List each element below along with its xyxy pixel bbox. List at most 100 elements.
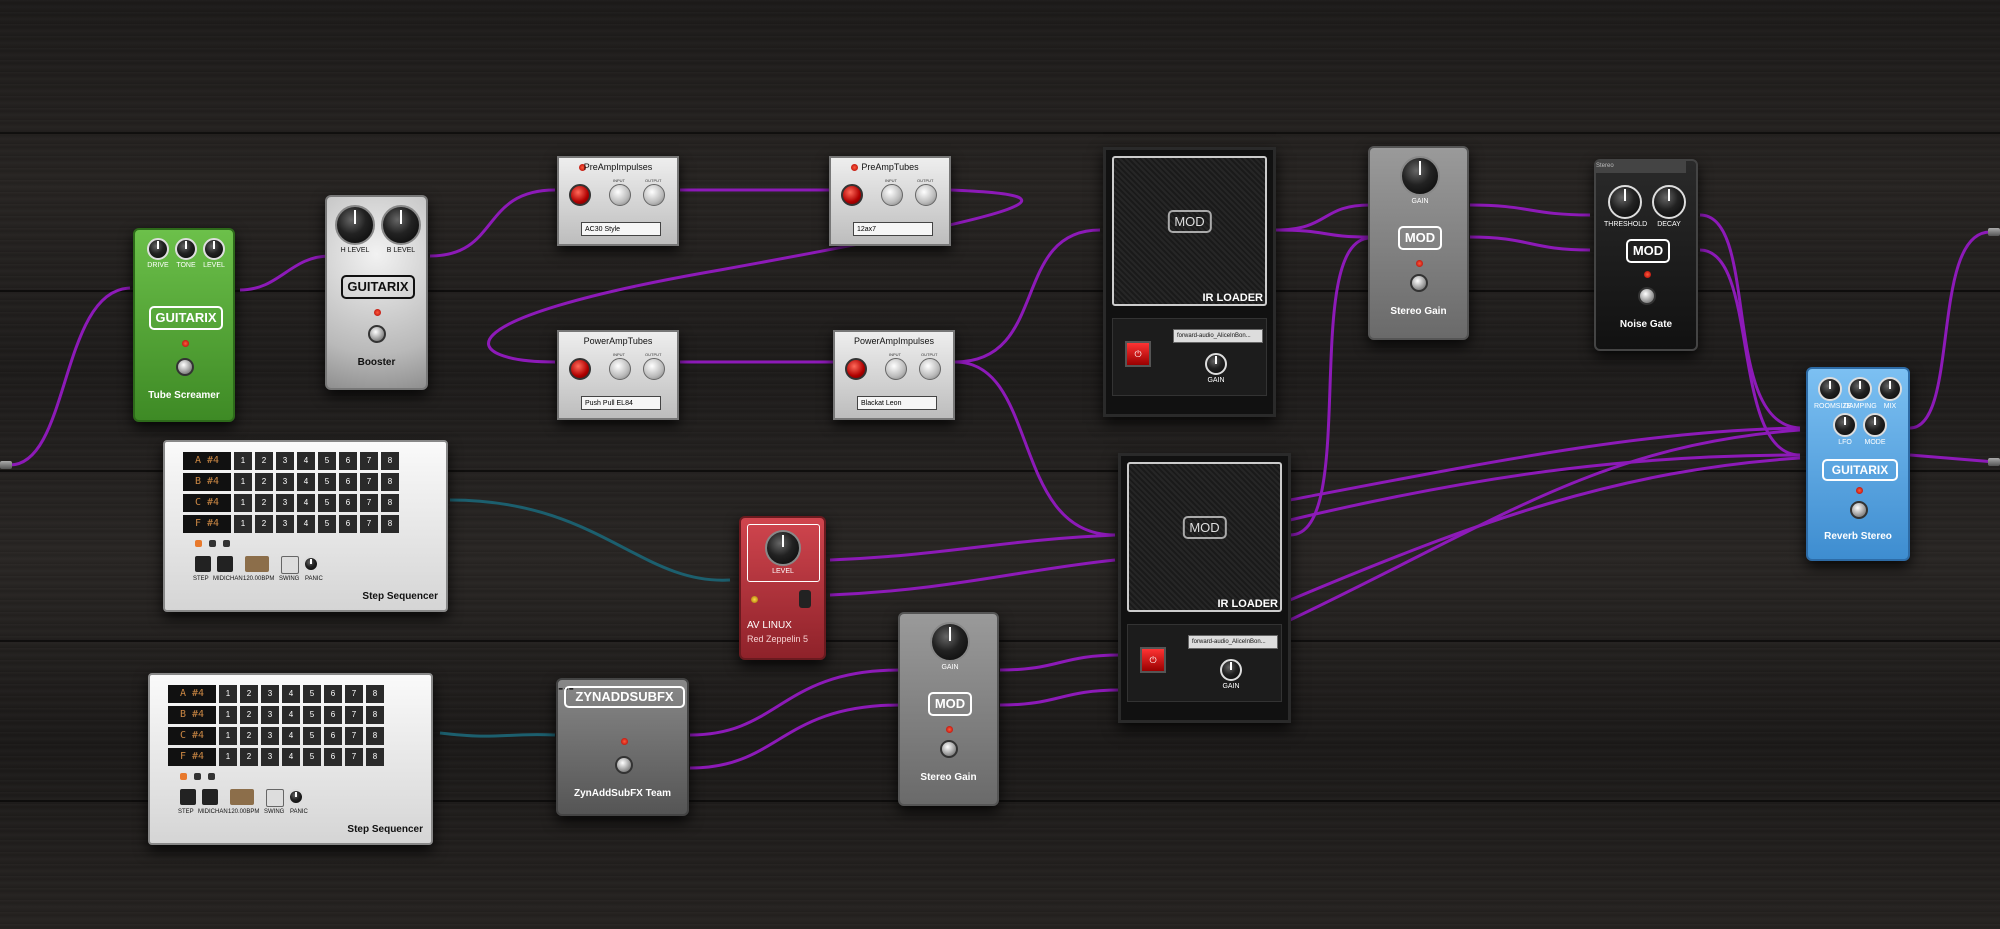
output-knob[interactable]: [915, 184, 937, 206]
roomsize-knob[interactable]: [1818, 377, 1842, 401]
swing-button[interactable]: [266, 789, 284, 807]
step-cell[interactable]: 7: [360, 494, 378, 512]
step-cell[interactable]: 2: [240, 748, 258, 766]
step-cell[interactable]: 4: [297, 494, 315, 512]
step-cell[interactable]: 8: [366, 706, 384, 724]
note-display[interactable]: A #4: [183, 452, 231, 470]
output-knob[interactable]: [643, 358, 665, 380]
ir-file-select[interactable]: forward-audio_AliceInBon...: [1173, 329, 1263, 343]
midichan-button[interactable]: [202, 789, 218, 805]
step-cell[interactable]: 2: [240, 685, 258, 703]
bypass-footswitch[interactable]: [615, 756, 633, 774]
step-cell[interactable]: 6: [324, 748, 342, 766]
step-cell[interactable]: 6: [324, 685, 342, 703]
step-cell[interactable]: 2: [240, 706, 258, 724]
pedal-tube-screamer[interactable]: DRIVE TONE LEVEL GUITARIX Tube Screamer: [133, 228, 235, 422]
pedal-booster[interactable]: H LEVEL B LEVEL GUITARIX Booster: [325, 195, 428, 390]
panic-knob[interactable]: [288, 789, 304, 805]
step-cell[interactable]: 6: [339, 515, 357, 533]
bypass-button[interactable]: [569, 358, 591, 380]
step-button[interactable]: [180, 789, 196, 805]
step-cell[interactable]: 8: [366, 748, 384, 766]
step-cell[interactable]: 1: [234, 452, 252, 470]
step-cell[interactable]: 3: [276, 494, 294, 512]
step-cell[interactable]: 7: [345, 727, 363, 745]
note-display[interactable]: B #4: [168, 706, 216, 724]
output-knob[interactable]: [643, 184, 665, 206]
step-cell[interactable]: 4: [282, 706, 300, 724]
input-knob[interactable]: [885, 358, 907, 380]
step-button[interactable]: [195, 556, 211, 572]
input-knob[interactable]: [609, 358, 631, 380]
step-cell[interactable]: 5: [303, 706, 321, 724]
bypass-footswitch[interactable]: [1638, 287, 1656, 305]
pedal-stereo-gain-1[interactable]: GAIN MOD Stereo Gain: [1368, 146, 1469, 340]
input-knob[interactable]: [609, 184, 631, 206]
plugin-preamptubes[interactable]: PreAmpTubes INPUT OUTPUT 12ax7: [829, 156, 951, 246]
power-button[interactable]: ⏻: [1140, 647, 1166, 673]
ir-file-select[interactable]: forward-audio_AliceInBon...: [1188, 635, 1278, 649]
note-display[interactable]: C #4: [168, 727, 216, 745]
pedal-noise-gate[interactable]: Stereo THRESHOLD DECAY MOD Noise Gate: [1594, 159, 1698, 351]
note-display[interactable]: B #4: [183, 473, 231, 491]
note-display[interactable]: F #4: [183, 515, 231, 533]
plugin-step-sequencer-1[interactable]: A #4 1 2 3 4 5 6 7 8 B #4 1 2 3 4 5 6 7 …: [163, 440, 448, 612]
plugin-zynaddsubfx[interactable]: ZYNADDSUBFX --- ZynAddSubFX Team: [556, 678, 689, 816]
step-cell[interactable]: 2: [240, 727, 258, 745]
pedal-stereo-gain-2[interactable]: GAIN MOD Stereo Gain: [898, 612, 999, 806]
h-level-knob[interactable]: [335, 205, 375, 245]
swing-button[interactable]: [281, 556, 299, 574]
step-cell[interactable]: 7: [345, 706, 363, 724]
step-cell[interactable]: 7: [360, 452, 378, 470]
toggle-switch[interactable]: [799, 590, 811, 608]
step-cell[interactable]: 3: [261, 706, 279, 724]
impulse-select[interactable]: Blackat Leon: [857, 396, 937, 410]
step-cell[interactable]: 7: [360, 515, 378, 533]
step-cell[interactable]: 5: [318, 452, 336, 470]
step-cell[interactable]: 7: [345, 748, 363, 766]
step-cell[interactable]: 4: [297, 452, 315, 470]
step-cell[interactable]: 4: [282, 685, 300, 703]
output-knob[interactable]: [919, 358, 941, 380]
decay-knob[interactable]: [1652, 185, 1686, 219]
lfo-knob[interactable]: [1833, 413, 1857, 437]
step-cell[interactable]: 2: [255, 452, 273, 470]
gain-knob[interactable]: [1205, 353, 1227, 375]
bypass-footswitch[interactable]: [368, 325, 386, 343]
step-cell[interactable]: 8: [381, 515, 399, 533]
mode-knob[interactable]: [1863, 413, 1887, 437]
tone-knob[interactable]: [175, 238, 197, 260]
step-cell[interactable]: 3: [276, 515, 294, 533]
mode-select[interactable]: Stereo: [1596, 161, 1686, 173]
step-cell[interactable]: 7: [360, 473, 378, 491]
step-cell[interactable]: 4: [282, 748, 300, 766]
bpm-button[interactable]: [245, 556, 269, 572]
bypass-footswitch[interactable]: [1850, 501, 1868, 519]
step-cell[interactable]: 5: [303, 748, 321, 766]
step-cell[interactable]: 1: [219, 685, 237, 703]
board-input-jack[interactable]: [0, 461, 12, 469]
bypass-button[interactable]: [841, 184, 863, 206]
input-knob[interactable]: [881, 184, 903, 206]
plugin-step-sequencer-2[interactable]: A #4 1 2 3 4 5 6 7 8 B #4 1 2 3 4 5 6 7 …: [148, 673, 433, 845]
gain-knob[interactable]: [1220, 659, 1242, 681]
step-cell[interactable]: 6: [324, 727, 342, 745]
step-cell[interactable]: 3: [261, 727, 279, 745]
tube-select[interactable]: Push Pull EL84: [581, 396, 661, 410]
pedal-red-zeppelin[interactable]: LEVEL AV LINUX Red Zeppelin 5: [739, 516, 826, 660]
step-cell[interactable]: 6: [339, 494, 357, 512]
mix-knob[interactable]: [1878, 377, 1902, 401]
step-cell[interactable]: 1: [219, 748, 237, 766]
step-cell[interactable]: 3: [261, 748, 279, 766]
step-cell[interactable]: 1: [219, 706, 237, 724]
note-display[interactable]: C #4: [183, 494, 231, 512]
impulse-select[interactable]: AC30 Style: [581, 222, 661, 236]
step-cell[interactable]: 1: [234, 473, 252, 491]
midichan-button[interactable]: [217, 556, 233, 572]
bypass-footswitch[interactable]: [176, 358, 194, 376]
plugin-powerampimpulses[interactable]: PowerAmpImpulses INPUT OUTPUT Blackat Le…: [833, 330, 955, 420]
step-cell[interactable]: 2: [255, 515, 273, 533]
step-cell[interactable]: 6: [339, 452, 357, 470]
plugin-preampimpulses[interactable]: PreAmpImpulses INPUT OUTPUT AC30 Style: [557, 156, 679, 246]
step-cell[interactable]: 5: [318, 494, 336, 512]
